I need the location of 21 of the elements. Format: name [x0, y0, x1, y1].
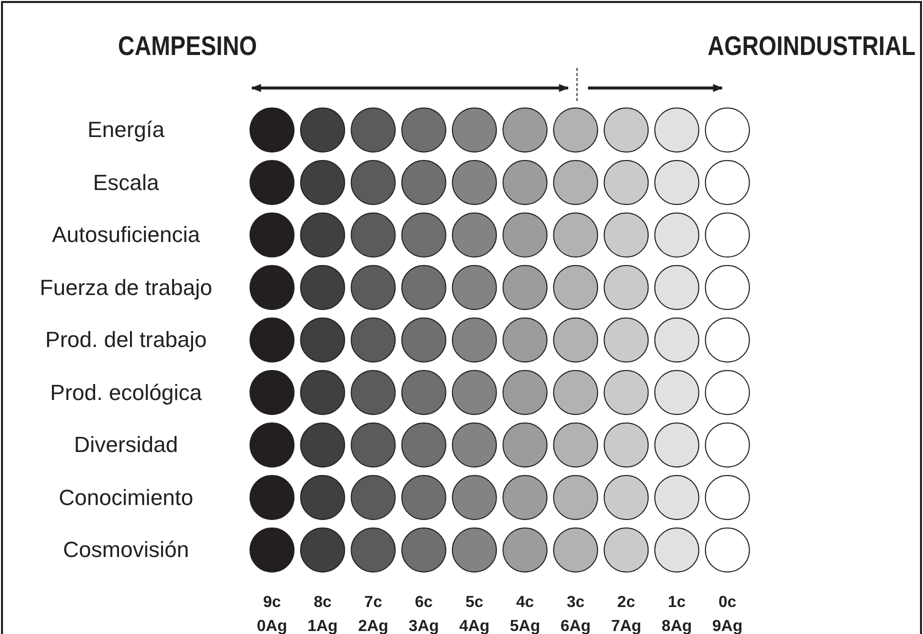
- row-label: Prod. del trabajo: [45, 329, 207, 351]
- column-label: 5c: [466, 595, 484, 611]
- column-label: 3c: [566, 595, 584, 611]
- category-heading: AGROINDUSTRIAL: [707, 33, 915, 60]
- column-label: 1c: [668, 595, 686, 611]
- column-label: 2c: [617, 595, 636, 611]
- column-label: 9c: [263, 595, 281, 611]
- column-label: 6c: [414, 595, 433, 611]
- row-label: Autosuficiencia: [52, 224, 200, 246]
- column-label: 4c: [516, 595, 534, 611]
- row-label: Escala: [92, 172, 160, 194]
- row-label: Energía: [87, 119, 165, 141]
- row-label: Diversidad: [74, 434, 178, 456]
- column-label: 7c: [364, 595, 382, 611]
- column-label: 0c: [718, 595, 736, 611]
- column-label: 8c: [314, 595, 332, 611]
- category-heading: CAMPESINO: [118, 33, 257, 60]
- row-label: Fuerza de trabajo: [40, 276, 212, 298]
- row-label: Prod. ecológica: [50, 382, 202, 404]
- row-label: Cosmovisión: [63, 539, 189, 561]
- row-label: Conocimiento: [58, 486, 194, 508]
